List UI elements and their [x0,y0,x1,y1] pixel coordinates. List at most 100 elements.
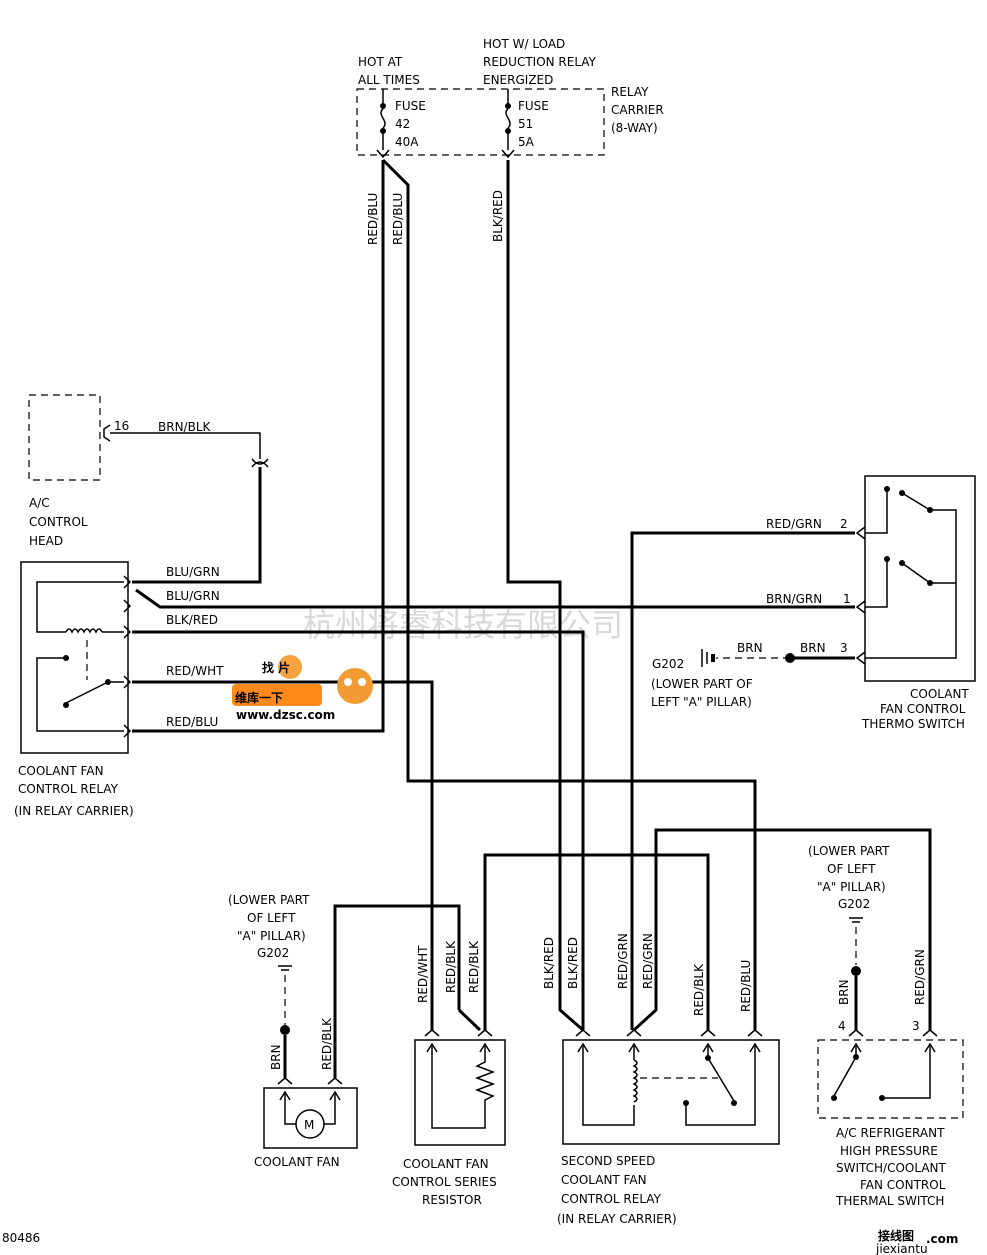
fuse-block: HOT AT ALL TIMES HOT W/ LOAD REDUCTION R… [356,37,664,159]
connector-top [251,458,269,465]
logo-cn-text: 维库一下 [235,690,283,705]
label-brn-2: BRN [800,641,826,655]
fuse-51-symbol [501,89,515,159]
hot-always-label-1: HOT AT [358,55,403,69]
relay-carrier-label-1: RELAY [611,85,649,99]
horizontal-wire-labels: 16 BRN/BLK BLU/GRN BLU/GRN BLK/RED RED/W… [114,419,851,729]
relay-carrier-label-2: CARRIER [611,103,664,117]
g202-note-fan-3: "A" PILLAR) [237,929,306,943]
ac-control-head: A/C CONTROL HEAD [28,394,111,548]
ac-head-label-3: HEAD [29,534,63,548]
logo-top-text: 找 片 [262,660,290,675]
label-red-grn-2: RED/GRN [641,933,655,989]
site-url: jiexiantu [875,1242,928,1255]
g202-label-mid: G202 [652,657,684,671]
relay1-label-3: (IN RELAY CARRIER) [14,804,134,818]
g202-note-mid-2: LEFT "A" PILLAR) [651,695,752,709]
pin-4: 4 [838,1019,846,1033]
thermo-label-2: FAN CONTROL [880,702,966,716]
wire-brn-blk [110,432,261,459]
coolant-fan-label: COOLANT FAN [254,1155,340,1169]
motor-symbol: M [304,1118,314,1132]
pin-16: 16 [114,419,129,433]
fuse-51-number: 51 [518,117,533,131]
relay2-label-3: CONTROL RELAY [561,1192,662,1206]
relay-carrier-label-3: (8-WAY) [611,121,658,135]
resistor-label-1: COOLANT FAN [403,1157,489,1171]
wire-red-grn-ac [632,828,932,1032]
label-brn-fan: BRN [269,1044,283,1070]
label-red-blk-1: RED/BLK [444,940,458,993]
wire-red-blu-b [381,158,757,1030]
label-blk-red-1: BLK/RED [542,937,556,989]
label-blk-red-2: BLK/RED [566,937,580,989]
wire-blk-red [506,160,584,1032]
ac-head-label-2: CONTROL [29,515,88,529]
wire-red-blk-fan [333,904,461,1078]
coolant-fan: (LOWER PART OF LEFT "A" PILLAR) G202 M C… [228,893,358,1169]
fuse-42-number: 42 [395,117,410,131]
ac-switch-label-3: SWITCH/COOLANT [836,1161,947,1175]
second-speed-relay: SECOND SPEED COOLANT FAN CONTROL RELAY (… [557,1029,780,1226]
ac-head-label-1: A/C [29,496,50,510]
label-brn-1: BRN [737,641,763,655]
ac-switch-label-1: A/C REFRIGERANT [836,1126,945,1140]
label-red-grn-1: RED/GRN [616,933,630,989]
watermark-text: 杭州将睿科技有限公司 [303,606,623,644]
pin-3-sw: 3 [912,1019,920,1033]
thermo-label-1: COOLANT [910,687,969,701]
pin-3: 3 [840,641,848,655]
hot-load-label-2: REDUCTION RELAY [483,55,597,69]
resistor-label-2: CONTROL SERIES [392,1175,497,1189]
g202-note-sw-2: OF LEFT [827,862,876,876]
thermo-switch: COOLANT FAN CONTROL THERMO SWITCH [855,475,976,731]
fuse-51-label: FUSE [518,99,549,113]
pin-1: 1 [843,592,851,606]
fuse-42-rating: 40A [395,135,419,149]
label-blu-grn-2: BLU/GRN [166,589,220,603]
label-red-blk-3: RED/BLK [692,963,706,1016]
wire-red-blk-jog [457,1008,482,1032]
relay1-label-2: CONTROL RELAY [18,782,119,796]
label-red-wht: RED/WHT [166,664,224,678]
label-red-blu-relay: RED/BLU [166,715,218,729]
site-com: .com [926,1232,958,1246]
ac-switch-label-4: FAN CONTROL [860,1178,946,1192]
ac-pressure-switch: (LOWER PART OF LEFT "A" PILLAR) G202 4 3… [808,844,964,1208]
relay1-label-1: COOLANT FAN [18,764,104,778]
relay2-label-2: COOLANT FAN [561,1173,647,1187]
g202-note-sw-1: (LOWER PART [808,844,890,858]
ac-switch-label-2: HIGH PRESSURE [840,1144,938,1158]
label-blk-red-relay: BLK/RED [166,613,218,627]
fuse-42-symbol [376,89,390,159]
label-red-blu-b: RED/BLU [391,193,405,245]
label-brn-switch: BRN [837,979,851,1005]
relay2-label-4: (IN RELAY CARRIER) [557,1212,677,1226]
label-brn-blk: BRN/BLK [158,420,212,434]
wire-blu-grn-brn-grn [135,588,855,609]
label-blu-grn-1: BLU/GRN [166,565,220,579]
thermo-label-3: THERMO SWITCH [861,717,965,731]
label-red-blu-a: RED/BLU [366,193,380,245]
hot-load-label-3: ENERGIZED [483,73,553,87]
series-resistor: COOLANT FAN CONTROL SERIES RESISTOR [392,1029,506,1207]
wire-blu-grn-a [132,467,262,584]
splice-dot [785,653,795,663]
label-red-wht-bottom: RED/WHT [416,945,430,1003]
vertical-wire-labels: RED/BLU RED/BLU BLK/RED RED/WHT RED/BLK … [269,190,927,1070]
label-blk-red-top: BLK/RED [491,190,505,242]
ground-g202-middle: G202 (LOWER PART OF LEFT "A" PILLAR) [651,649,753,709]
label-red-blk-2: RED/BLK [467,940,481,993]
pin-2: 2 [840,517,848,531]
label-red-grn-thermo: RED/GRN [766,517,822,531]
wires [110,158,932,1078]
wire-red-wht [132,680,434,1030]
g202-note-mid-1: (LOWER PART OF [651,677,753,691]
jiexiantu-logo: 接线图 .com jiexiantu [875,1228,958,1255]
label-red-blu-bottom: RED/BLU [739,960,753,1012]
wire-blk-red-relay [132,630,585,1030]
fuse-51-rating: 5A [518,135,535,149]
resistor-label-3: RESISTOR [422,1193,482,1207]
coolant-fan-control-relay: COOLANT FAN CONTROL RELAY (IN RELAY CARR… [14,561,134,818]
